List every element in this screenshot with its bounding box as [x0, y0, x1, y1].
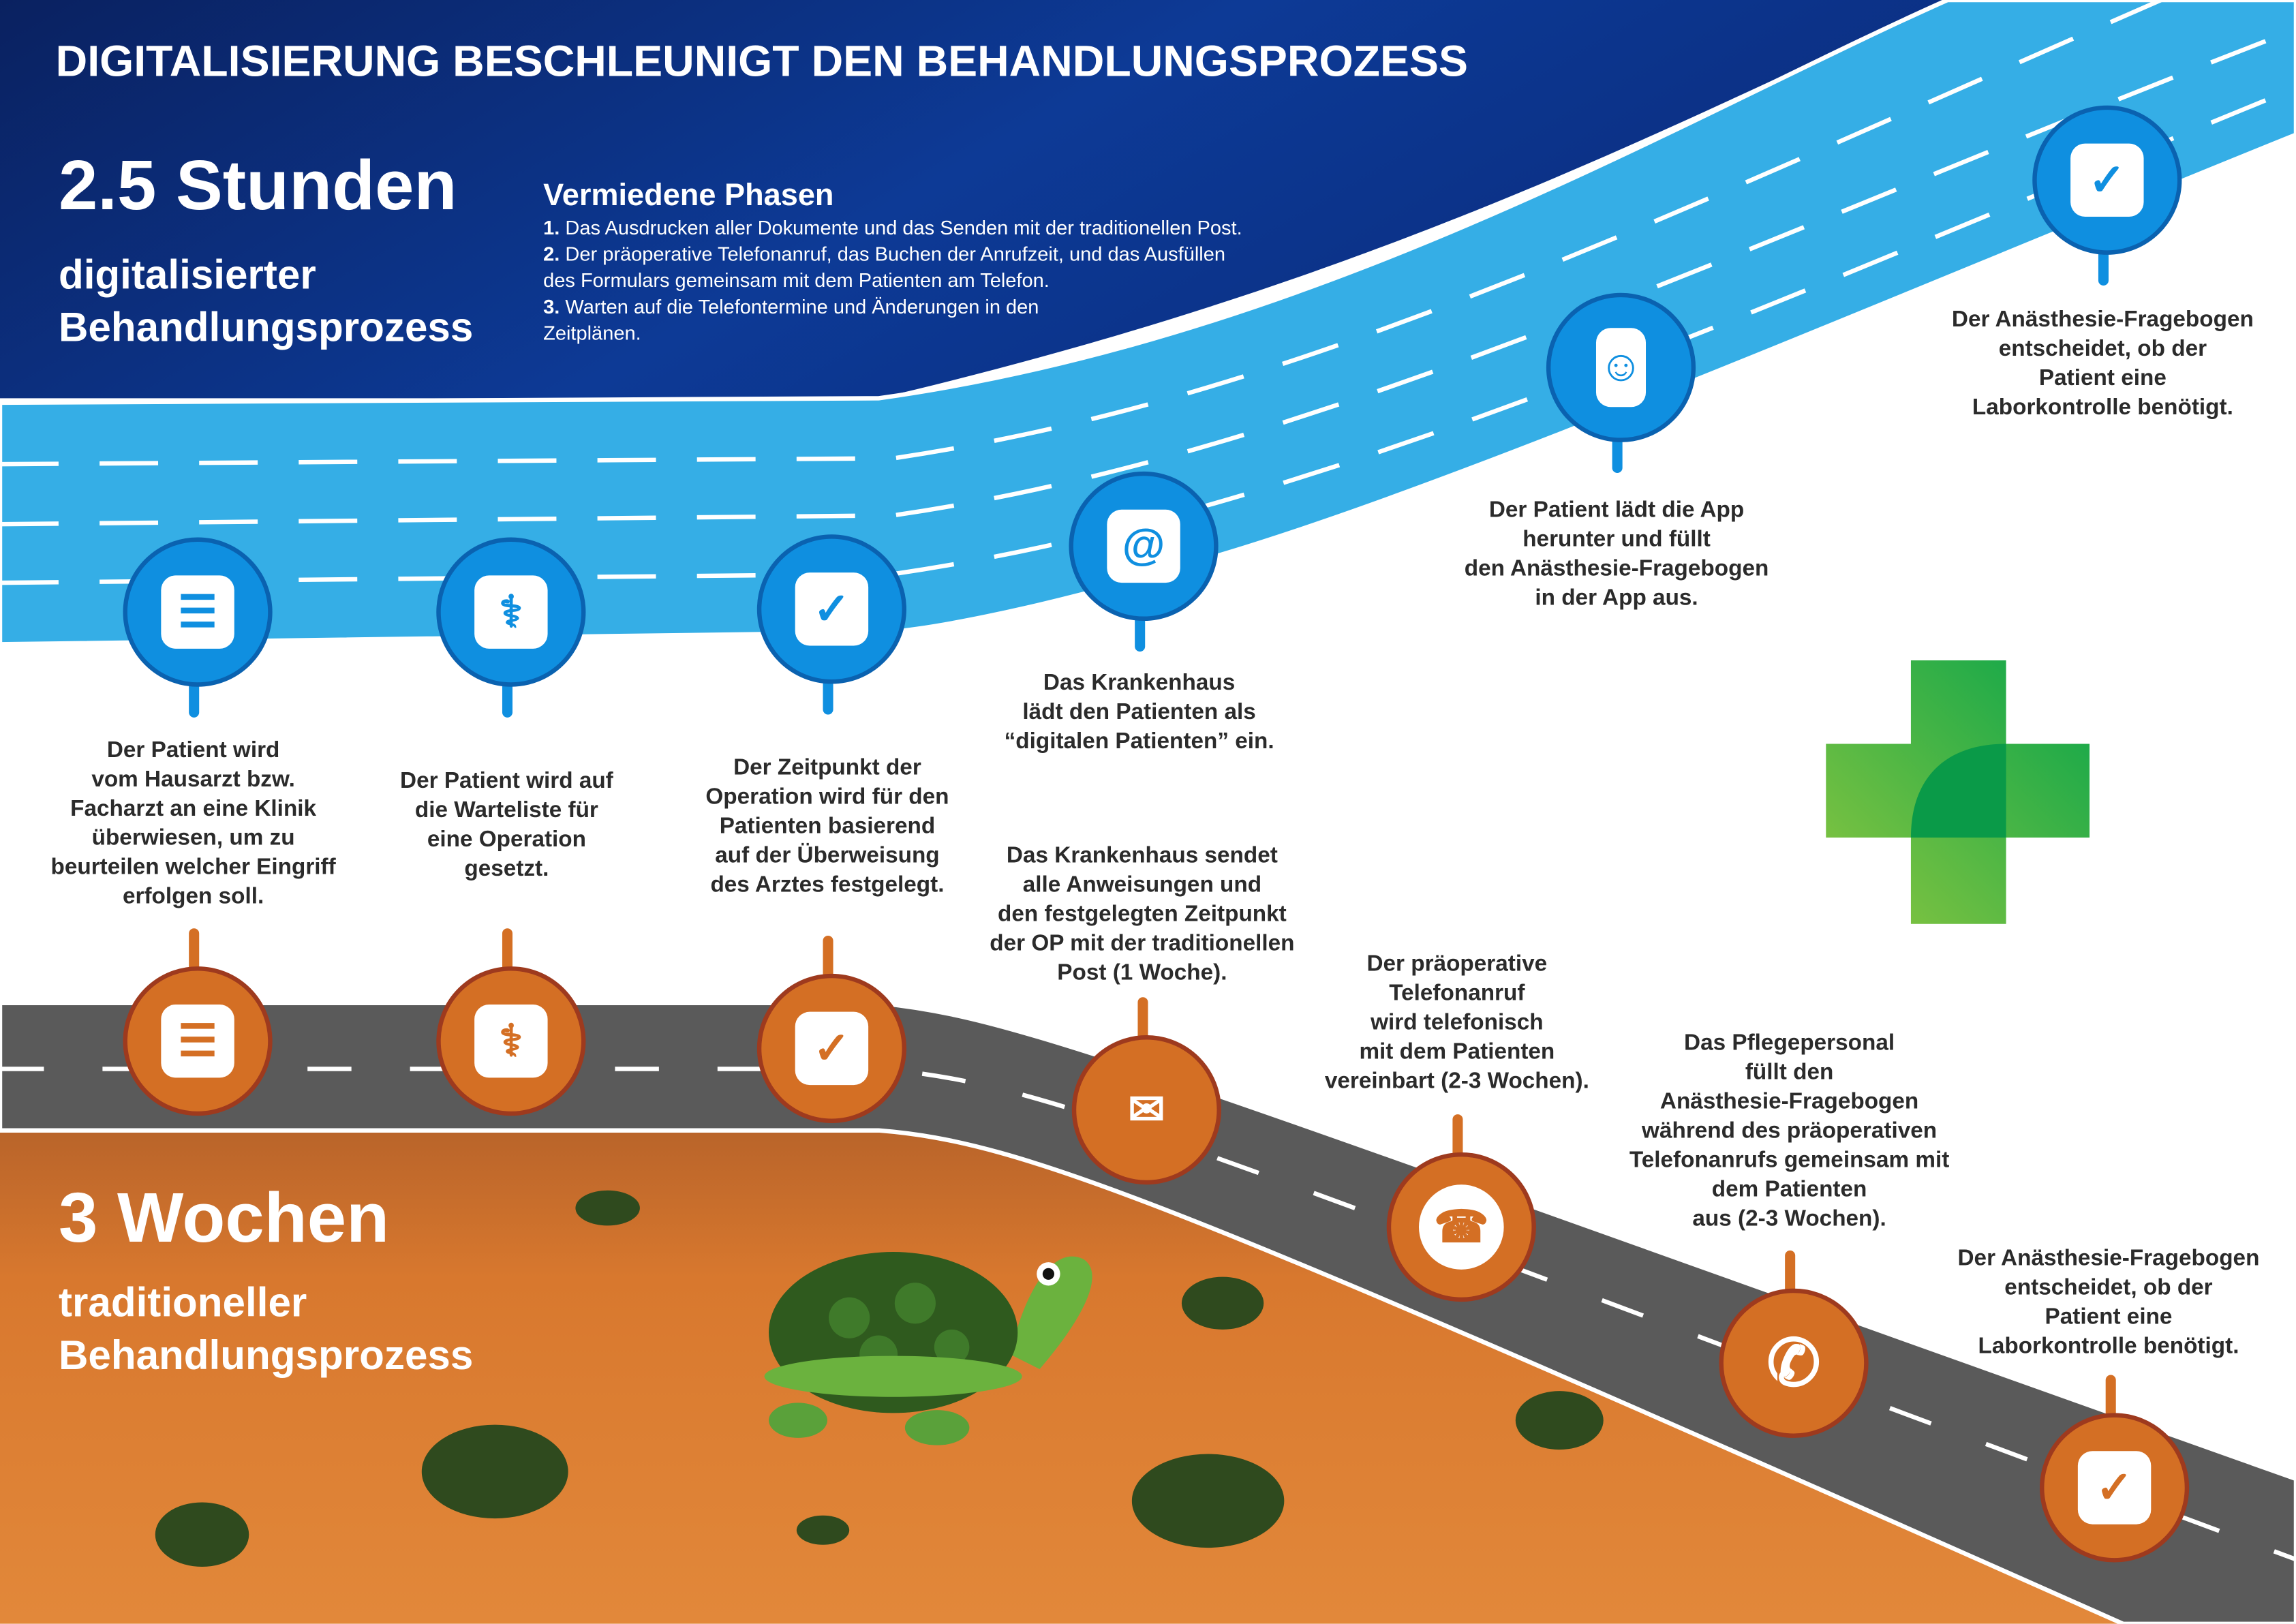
digital-step-6: ✓: [2032, 105, 2182, 255]
digital-duration: 2.5 Stunden: [58, 148, 457, 226]
digital-label: digitalisierter Behandlungsprozess: [58, 251, 474, 350]
clipboard-icon: ☰: [161, 575, 234, 649]
avoided-phase: 3. Warten auf die Telefontermine und Änd…: [543, 296, 1039, 344]
calendar-icon: ✓: [795, 572, 869, 646]
turtle-illustration: [764, 1252, 1092, 1445]
traditional-step-4: ✉: [1071, 1035, 1221, 1185]
phone-icon: ✆: [1766, 1327, 1821, 1399]
traditional-step-5: ☎: [1386, 1152, 1536, 1302]
green-cross-logo: [1826, 660, 2090, 924]
digital-step-4: @: [1069, 471, 1219, 622]
bushes: [155, 1190, 1604, 1567]
digital-step-3: ✓: [756, 534, 906, 684]
traditional-step-6: ✆: [1719, 1288, 1869, 1438]
calendar-icon: ✓: [2070, 143, 2144, 217]
calendar-icon: ✓: [795, 1011, 869, 1086]
digital-step-5: ☺: [1546, 292, 1696, 442]
clipboard-icon: ☰: [161, 1004, 234, 1078]
digital-step-2-text: Der Patient wird auf die Warteliste für …: [400, 769, 613, 882]
traditional-label: traditioneller Behandlungsprozess: [58, 1279, 474, 1378]
avoided-phase: 1. Das Ausdrucken aller Dokumente und da…: [543, 216, 1242, 239]
traditional-step-4-text: Das Krankenhaus sendet alle Anweisungen …: [990, 843, 1295, 986]
digital-road: [0, 0, 2296, 647]
digital-step-2: ⚕: [436, 537, 586, 687]
traditional-step-2: ⚕: [436, 966, 586, 1116]
avoided-phase: 2. Der präoperative Telefonanruf, das Bu…: [543, 243, 1226, 292]
mailbox-icon: ✉: [1128, 1086, 1165, 1135]
traditional-step-7-text: Der Anästhesie-Fragebogen entscheidet, o…: [1957, 1246, 2260, 1359]
avoided-phases-title: Vermiedene Phasen: [543, 179, 834, 213]
traditional-step-1: ☰: [123, 966, 273, 1116]
avoided-phases-list: 1. Das Ausdrucken aller Dokumente und da…: [543, 215, 1341, 347]
traditional-step-7: ✓: [2040, 1413, 2190, 1563]
calendar-icon: ✓: [2077, 1451, 2152, 1525]
digital-step-1: ☰: [123, 537, 273, 687]
traditional-step-6-text: Das Pflegepersonal füllt den Anästhesie-…: [1629, 1030, 1950, 1231]
email-icon: @: [1107, 509, 1180, 583]
doctor-icon: ⚕: [474, 1004, 548, 1078]
page-title: DIGITALISIERUNG BESCHLEUNIGT DEN BEHANDL…: [55, 37, 1468, 87]
digital-step-4-text: Das Krankenhaus lädt den Patienten als “…: [1004, 671, 1274, 754]
digital-step-5-text: Der Patient lädt die App herunter und fü…: [1464, 497, 1769, 611]
doctor-icon: ⚕: [474, 575, 548, 649]
digital-step-1-text: Der Patient wird vom Hausarzt bzw. Facha…: [50, 737, 336, 910]
mobile-app-icon: ☺: [1595, 328, 1647, 408]
traditional-duration: 3 Wochen: [58, 1180, 390, 1258]
phone-book-icon: ☎: [1418, 1184, 1504, 1270]
digital-step-3-text: Der Zeitpunkt der Operation wird für den…: [705, 755, 949, 898]
digital-step-6-text: Der Anästhesie-Fragebogen entscheidet, o…: [1951, 307, 2254, 420]
header-band: [0, 0, 2296, 399]
traditional-step-3: ✓: [756, 973, 906, 1123]
traditional-step-5-text: Der präoperative Telefonanruf wird telef…: [1324, 951, 1589, 1094]
